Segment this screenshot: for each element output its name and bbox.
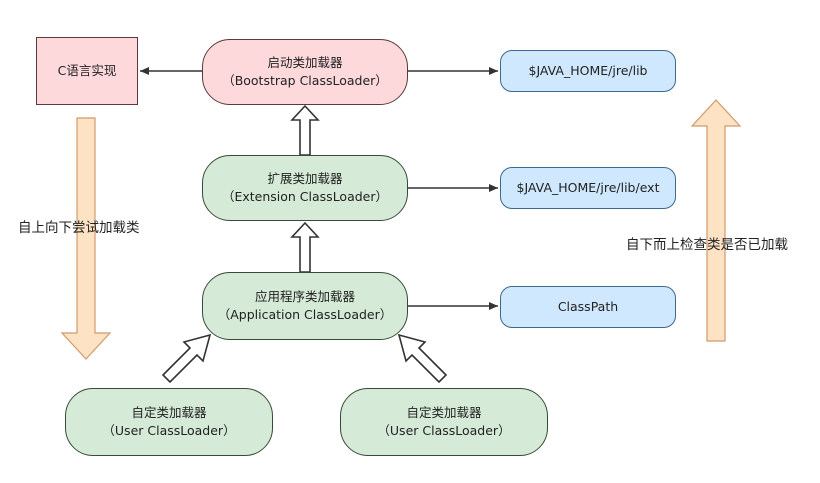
extension-name: 扩展类加载器: [267, 171, 343, 186]
classpath-label: ClassPath: [557, 299, 619, 314]
bootstrap-path-box: $JAVA_HOME/jre/lib: [500, 50, 676, 92]
application-en: （Application ClassLoader）: [217, 307, 393, 322]
classpath-box: ClassPath: [500, 286, 676, 328]
user-classloader-node-1: 自定类加载器 （User ClassLoader）: [65, 388, 273, 456]
bootstrap-path: $JAVA_HOME/jre/lib: [528, 63, 648, 78]
user1-en: （User ClassLoader）: [102, 423, 236, 438]
user2-name: 自定类加载器: [406, 405, 482, 420]
orange-arrow-top-down: [60, 117, 112, 360]
c-impl-label: C语言实现: [57, 63, 117, 78]
extension-path: $JAVA_HOME/jre/lib/ext: [516, 180, 660, 195]
top-down-label: 自上向下尝试加载类: [18, 220, 140, 236]
hollow-arrow-ext-to-boot: [290, 104, 320, 156]
orange-arrow-bottom-up: [690, 99, 742, 342]
user-classloader-node-2: 自定类加载器 （User ClassLoader）: [340, 388, 548, 456]
hollow-arrow-user1-to-app: [161, 333, 212, 384]
application-name: 应用程序类加载器: [254, 289, 355, 304]
bootstrap-classloader-node: 启动类加载器 （Bootstrap ClassLoader）: [202, 39, 408, 105]
user2-en: （User ClassLoader）: [377, 423, 511, 438]
application-classloader-node: 应用程序类加载器 （Application ClassLoader）: [202, 272, 408, 340]
user1-name: 自定类加载器: [131, 405, 207, 420]
bottom-up-label: 自下而上检查类是否已加载: [626, 237, 788, 253]
extension-en: （Extension ClassLoader）: [221, 189, 389, 204]
bootstrap-name: 启动类加载器: [267, 55, 343, 70]
c-impl-box: C语言实现: [36, 37, 138, 105]
hollow-arrow-user2-to-app: [397, 333, 448, 384]
hollow-arrow-app-to-ext: [290, 221, 320, 273]
extension-path-box: $JAVA_HOME/jre/lib/ext: [500, 167, 676, 209]
bootstrap-en: （Bootstrap ClassLoader）: [222, 73, 388, 88]
extension-classloader-node: 扩展类加载器 （Extension ClassLoader）: [202, 155, 408, 221]
